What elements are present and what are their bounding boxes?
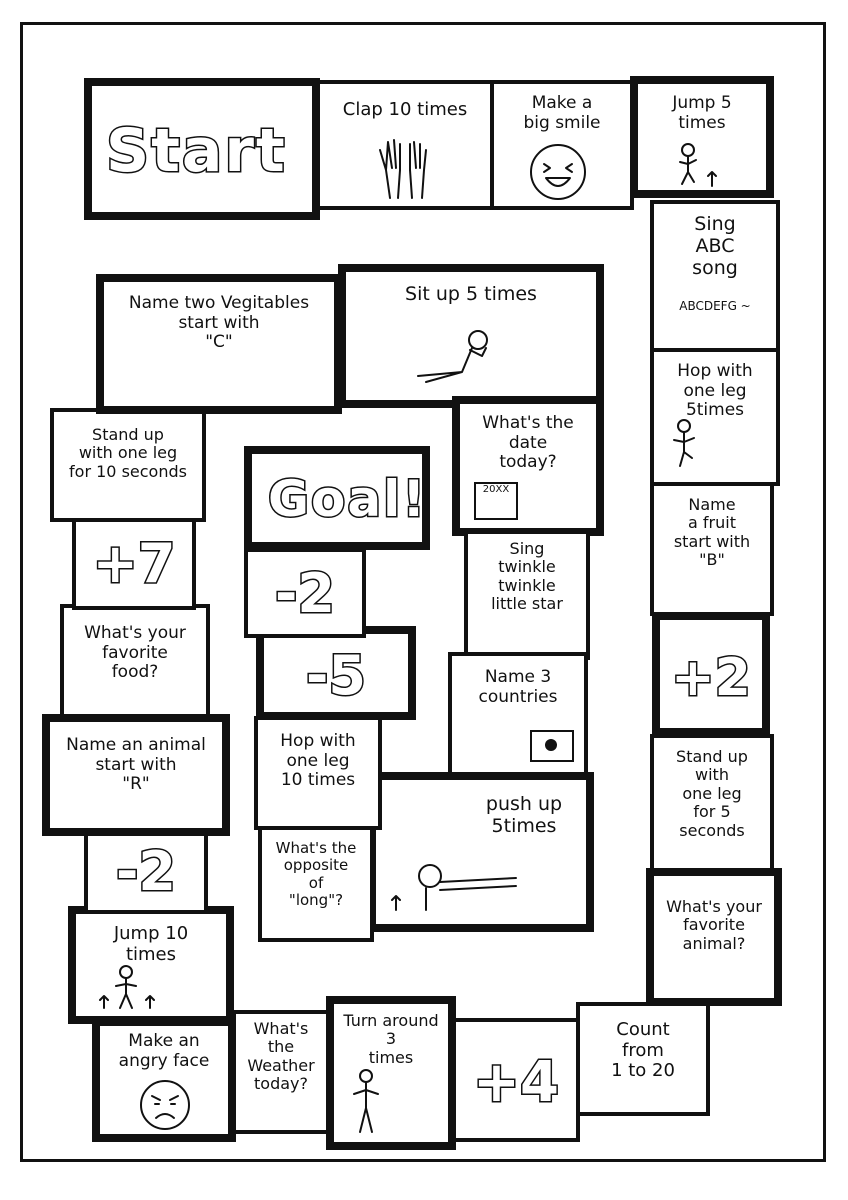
pushup-figure-icon	[391, 864, 517, 911]
square-smile-text: Make a big smile	[523, 93, 601, 133]
square-angry-face[interactable]: Make an angry face	[92, 1018, 236, 1142]
spinning-figure-icon	[353, 1069, 379, 1133]
square-fruit-b-text: Name a fruit start with "B"	[673, 495, 751, 570]
square-turn3[interactable]: Turn around 3 times	[326, 996, 456, 1150]
square-minus5[interactable]: -5	[256, 626, 416, 720]
square-count[interactable]: Count from 1 to 20	[576, 1002, 710, 1116]
square-plus2-text: +2	[670, 647, 753, 710]
square-favorite-animal[interactable]: What's your favorite animal?	[646, 868, 782, 1006]
square-countries-text: Name 3 countries	[478, 667, 558, 707]
square-hop10[interactable]: Hop with one leg 10 times	[254, 716, 382, 830]
square-clap[interactable]: Clap 10 times	[316, 80, 494, 210]
square-jump10-text: Jump 10 times	[113, 923, 189, 965]
square-vegetables-c[interactable]: Name two Vegitables start with "C"	[96, 274, 342, 414]
square-favorite-food-text: What's your favorite food?	[84, 623, 186, 683]
square-minus5-text: -5	[305, 643, 368, 709]
start-square[interactable]: Start	[84, 78, 320, 220]
square-twinkle-text: Sing twinkle twinkle little star	[491, 539, 563, 614]
smiley-icon	[530, 144, 586, 200]
calendar-year: 20XX	[482, 484, 510, 495]
square-fruit-b[interactable]: Name a fruit start with "B"	[650, 482, 774, 616]
square-plus7[interactable]: +7	[72, 516, 196, 610]
square-turn3-text: Turn around 3 times	[343, 1011, 439, 1067]
square-plus4-text: +4	[472, 1049, 561, 1117]
square-situp-text: Sit up 5 times	[405, 283, 537, 305]
square-animal-r-text: Name an animal start with "R"	[66, 735, 206, 795]
square-stand5-text: Stand up with one leg for 5 seconds	[676, 747, 748, 840]
square-twinkle[interactable]: Sing twinkle twinkle little star	[464, 530, 590, 660]
square-weather[interactable]: What's the Weather today?	[232, 1010, 330, 1134]
jumping-figure-icon-2	[99, 965, 155, 1009]
square-plus7-text: +7	[91, 531, 177, 597]
square-minus2-center[interactable]: -2	[244, 548, 366, 638]
square-jump5-text: Jump 5 times	[672, 93, 732, 133]
hands-icon	[379, 139, 427, 199]
square-plus2[interactable]: +2	[652, 612, 770, 736]
square-favorite-food[interactable]: What's your favorite food?	[60, 604, 210, 718]
square-hop5-text: Hop with one leg 5times	[677, 361, 753, 421]
square-stand5[interactable]: Stand up with one leg for 5 seconds	[650, 734, 774, 872]
calendar-icon: 20XX	[474, 482, 518, 520]
square-pushup-text: push up 5times	[485, 793, 563, 837]
square-plus4[interactable]: +4	[452, 1018, 580, 1142]
square-sing-abc-text: Sing ABC song	[692, 213, 738, 279]
square-jump10[interactable]: Jump 10 times	[68, 906, 234, 1024]
square-countries[interactable]: Name 3 countries	[448, 652, 588, 776]
hopping-figure-icon	[673, 419, 695, 467]
square-opposite-long-text: What's the opposite of "long"?	[275, 839, 357, 909]
jumping-figure-icon	[679, 143, 717, 187]
square-hop10-text: Hop with one leg 10 times	[280, 731, 356, 791]
square-stand10-text: Stand up with one leg for 10 seconds	[69, 425, 187, 481]
square-date-text: What's the date today?	[482, 413, 574, 473]
square-clap-text: Clap 10 times	[342, 99, 468, 120]
square-vegetables-c-text: Name two Vegitables start with "C"	[128, 293, 310, 353]
square-smile[interactable]: Make a big smile	[490, 80, 634, 210]
goal-label: Goal!	[266, 469, 428, 530]
square-weather-text: What's the Weather today?	[247, 1019, 315, 1094]
angry-face-icon	[140, 1080, 190, 1130]
square-date[interactable]: What's the date today? 20XX	[452, 396, 604, 536]
start-label: Start	[105, 115, 287, 188]
square-angry-face-text: Make an angry face	[118, 1031, 210, 1071]
square-sing-abc[interactable]: Sing ABC song ABCDEFG ~	[650, 200, 780, 352]
square-opposite-long[interactable]: What's the opposite of "long"?	[258, 822, 374, 942]
square-jump5[interactable]: Jump 5 times	[630, 76, 774, 198]
japan-flag-icon	[530, 730, 574, 762]
square-animal-r[interactable]: Name an animal start with "R"	[42, 714, 230, 836]
square-count-text: Count from 1 to 20	[611, 1019, 675, 1082]
board-frame	[20, 22, 826, 1162]
square-favorite-animal-text: What's your favorite animal?	[666, 897, 762, 953]
situp-figure-icon	[417, 330, 488, 383]
square-stand10[interactable]: Stand up with one leg for 10 seconds	[50, 408, 206, 522]
square-minus2-left[interactable]: -2	[84, 830, 208, 914]
abc-lyric-text: ABCDEFG ~	[679, 299, 751, 313]
square-minus2-center-text: -2	[274, 561, 337, 627]
square-situp[interactable]: Sit up 5 times	[338, 264, 604, 408]
square-pushup[interactable]: push up 5times	[368, 772, 594, 932]
square-minus2-left-text: -2	[115, 839, 178, 905]
square-hop5[interactable]: Hop with one leg 5times	[650, 348, 780, 486]
goal-square[interactable]: Goal!	[244, 446, 430, 550]
